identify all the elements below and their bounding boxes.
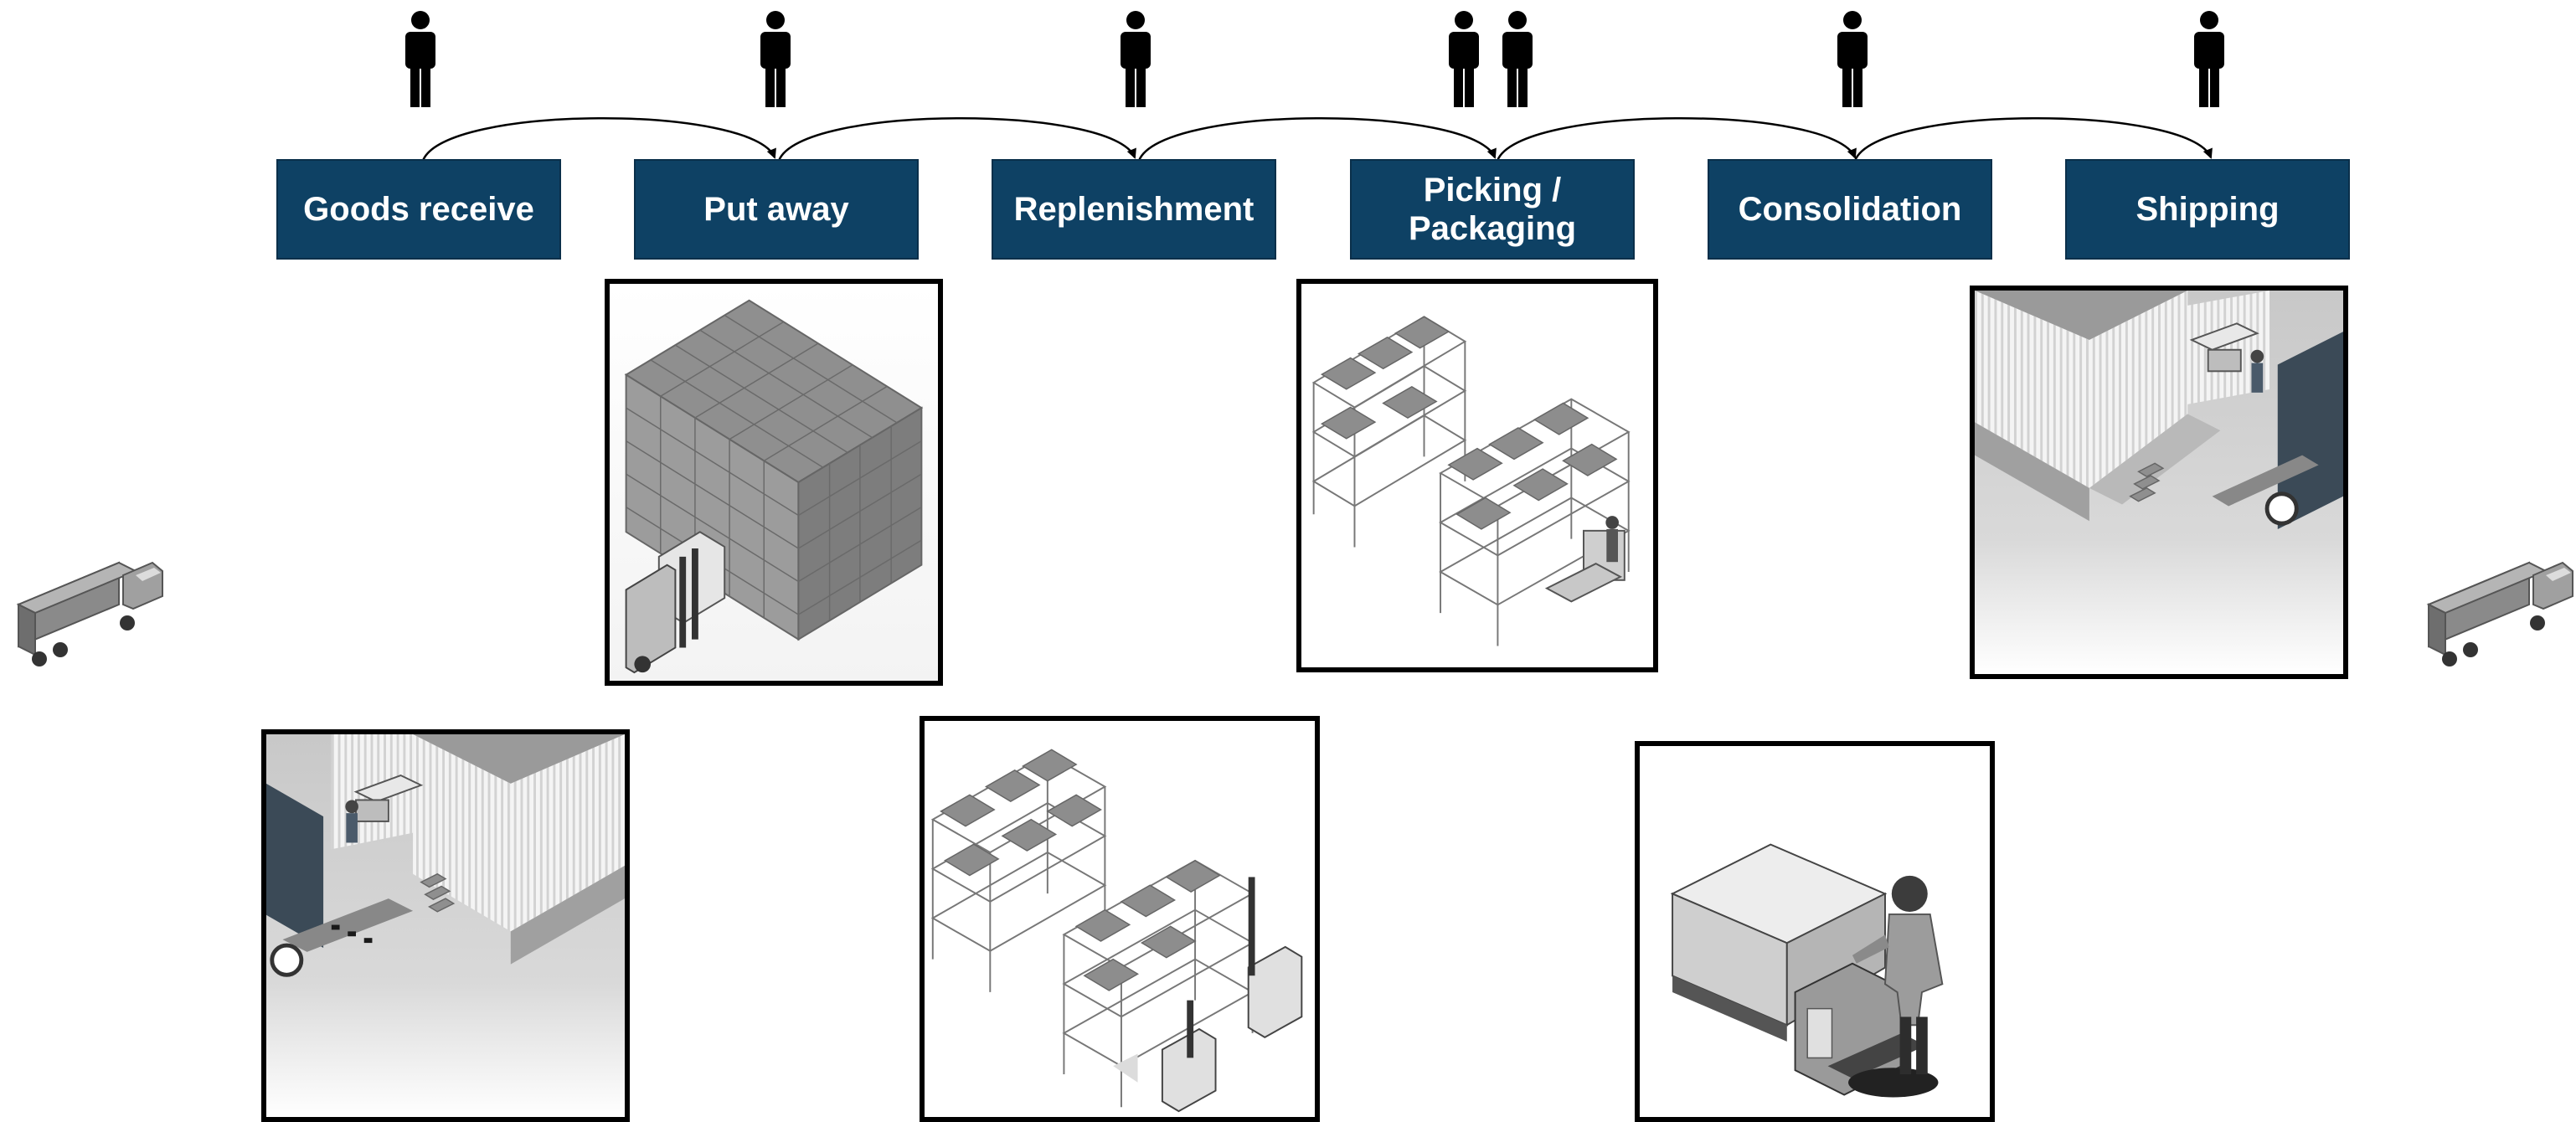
- person-icon-put-away: [760, 11, 791, 107]
- curved-arrow-4: [1496, 117, 1857, 162]
- curved-arrow-3: [1137, 117, 1497, 162]
- receiving-dock-illustration: [261, 729, 630, 1122]
- step-goods-receive: Goods receive: [276, 159, 561, 260]
- step-label: Picking / Packaging: [1408, 172, 1577, 247]
- picking-racks-illustration: [1296, 279, 1658, 672]
- step-label: Goods receive: [303, 191, 534, 228]
- curved-arrow-2: [777, 117, 1136, 162]
- step-shipping: Shipping: [2065, 159, 2350, 260]
- step-consolidation: Consolidation: [1708, 159, 1992, 260]
- step-label: Consolidation: [1738, 191, 1962, 228]
- person-icon-picking-2: [1502, 11, 1533, 107]
- person-icon-goods-receive: [405, 11, 435, 107]
- truck-icon-inbound: [16, 561, 163, 667]
- step-replenishment: Replenishment: [992, 159, 1276, 260]
- curved-arrow-5: [1853, 117, 2213, 162]
- shipping-dock-illustration: [1970, 286, 2348, 679]
- person-icon-consolidation: [1837, 11, 1868, 107]
- curved-arrow-1: [421, 117, 776, 162]
- pallet-stack-forklift-illustration: [605, 279, 943, 686]
- step-label: Put away: [703, 191, 849, 228]
- step-label: Shipping: [2136, 191, 2280, 228]
- flow-arrows: [421, 117, 2213, 162]
- step-picking-packaging: Picking / Packaging: [1350, 159, 1635, 260]
- person-icon-shipping: [2194, 11, 2224, 107]
- person-icon-picking-1: [1449, 11, 1479, 107]
- step-label: Replenishment: [1013, 191, 1255, 228]
- racks-reach-trucks-illustration: [920, 716, 1320, 1122]
- person-icon-replenishment: [1121, 11, 1151, 107]
- pallet-jack-operator-illustration: [1635, 741, 1995, 1122]
- truck-icon-outbound: [2426, 561, 2573, 667]
- step-put-away: Put away: [634, 159, 919, 260]
